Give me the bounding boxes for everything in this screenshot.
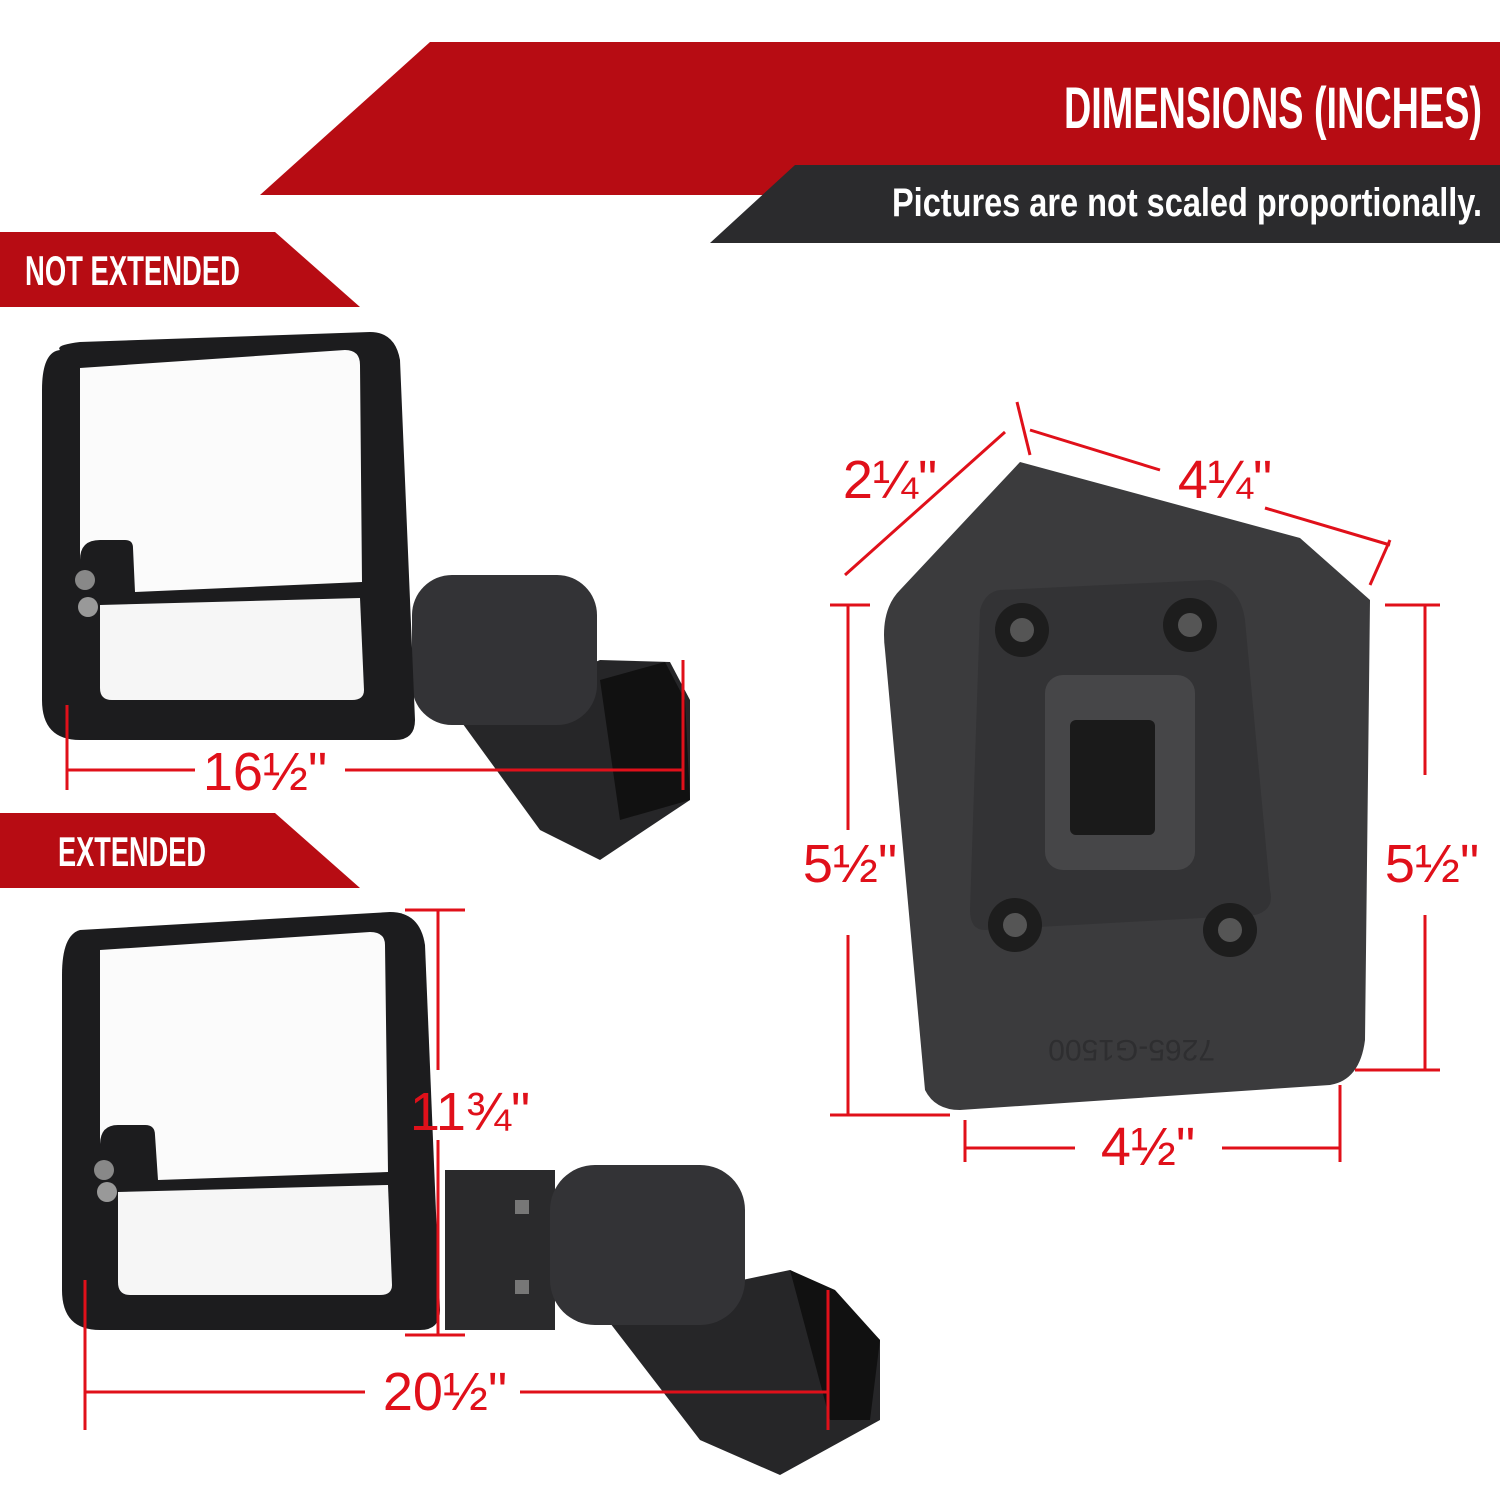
not-extended-label: NOT EXTENDED xyxy=(25,247,240,294)
extended-tab xyxy=(0,813,360,888)
mirror-extended xyxy=(62,912,880,1475)
extended-width-label: 20½" xyxy=(383,1362,507,1422)
not-extended-width-label: 16½" xyxy=(203,742,327,802)
subtitle-banner xyxy=(710,165,1500,243)
plate-bottom-width-label: 4½" xyxy=(1101,1117,1195,1177)
extended-height-label: 11¾" xyxy=(410,1082,530,1142)
plate-top-right-label: 4¼" xyxy=(1178,450,1272,510)
mount-plate-dimensions xyxy=(830,401,1440,1162)
page-title: DIMENSIONS (INCHES) xyxy=(1064,76,1482,141)
embossed-part-number: 7265-G1500 xyxy=(1048,1033,1215,1066)
mirror-not-extended xyxy=(42,332,690,860)
plate-left-height-label: 5½" xyxy=(803,834,897,894)
plate-right-height-label: 5½" xyxy=(1385,834,1479,894)
not-extended-tab xyxy=(0,232,360,307)
title-banner xyxy=(260,42,1500,195)
plate-top-left-label: 2¼" xyxy=(843,450,937,510)
page-subtitle: Pictures are not scaled proportionally. xyxy=(892,181,1482,225)
dimension-extended xyxy=(83,908,830,1430)
extended-label: EXTENDED xyxy=(58,828,206,875)
dimension-not-extended-width xyxy=(65,660,685,790)
mount-plate: 7265-G1500 xyxy=(884,462,1370,1110)
